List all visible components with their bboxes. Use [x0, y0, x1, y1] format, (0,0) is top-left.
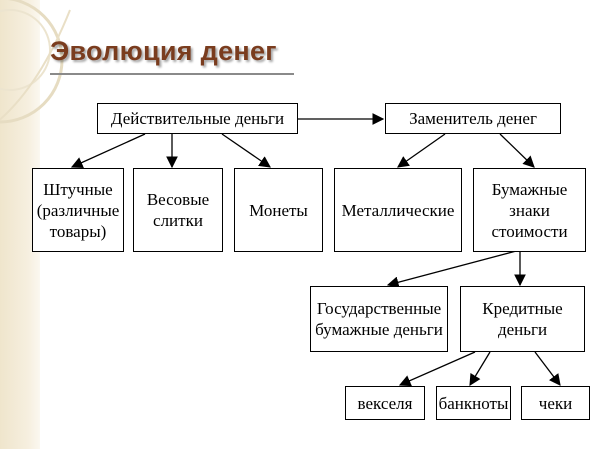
arrow-substitute-to-paper — [499, 133, 535, 168]
node-weight-ingots: Весовые слитки — [133, 168, 223, 252]
arrow-credit-to-bills — [398, 351, 476, 387]
node-metallic: Металлические — [334, 168, 462, 252]
arrow-credit-to-banknotes — [469, 351, 491, 387]
page-title: Эволюция денег — [50, 36, 277, 66]
node-paper-signs: Бумажные знаки стоимости — [473, 168, 586, 252]
node-money-substitute: Заменитель денег — [385, 103, 561, 134]
title-underline — [50, 73, 294, 75]
node-real-money: Действительные деньги — [97, 103, 298, 134]
node-commodity-money: Штучные (различные товары) — [32, 168, 124, 252]
arrow-paper-to-state — [386, 249, 521, 288]
node-cheques: чеки — [521, 386, 590, 420]
arrow-real-to-commodity — [70, 133, 146, 168]
node-bills: векселя — [345, 386, 425, 420]
node-credit-money: Кредитные деньги — [460, 286, 585, 352]
decorative-curves — [0, 0, 71, 124]
arrow-real-to-coins — [221, 133, 271, 168]
node-banknotes: банкноты — [436, 386, 511, 420]
arrow-credit-to-cheques — [534, 351, 561, 386]
arrow-substitute-to-metallic — [397, 133, 446, 168]
node-coins: Монеты — [234, 168, 323, 252]
node-state-paper-money: Государственные бумажные деньги — [310, 286, 448, 352]
